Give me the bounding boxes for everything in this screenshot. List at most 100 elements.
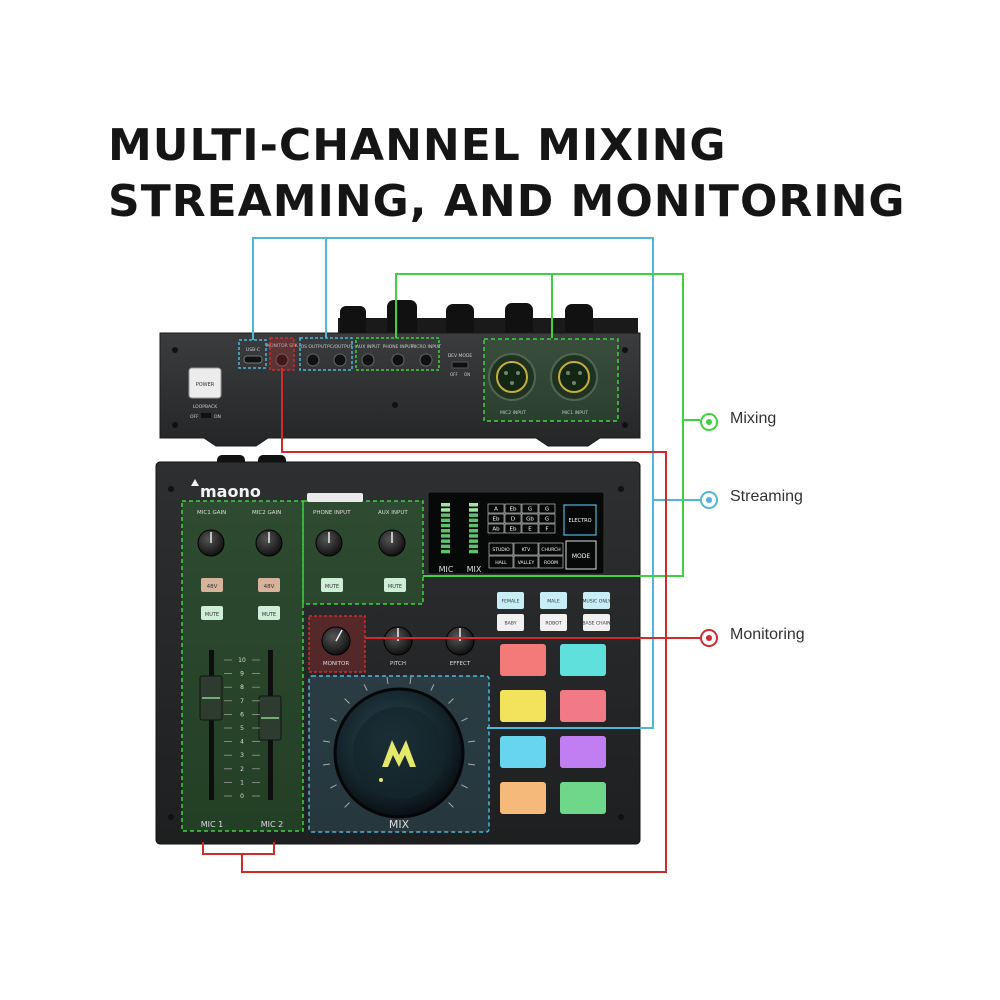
meter-segment: [469, 539, 478, 543]
rear-monitor-highlight: [269, 337, 295, 371]
rear-xlr-highlight: [483, 338, 619, 422]
key-cell: [538, 513, 556, 524]
mix-tick: [386, 676, 389, 684]
electro-box: [563, 504, 597, 536]
level-meters: [441, 503, 478, 554]
mix-tick: [409, 676, 412, 684]
reverb-cell: [513, 555, 539, 569]
fader-scale-label: 7: [240, 698, 244, 705]
sample-pad[interactable]: [560, 690, 606, 722]
front-phone-input-label: PHONE INPUT: [313, 510, 351, 516]
mic1-fader-label: MIC 1: [201, 820, 223, 829]
sample-pad[interactable]: [500, 782, 546, 814]
maono-logo-icon: [382, 740, 416, 767]
sample-pad[interactable]: [500, 736, 546, 768]
headline: MULTI-CHANNEL MIXING STREAMING, AND MONI…: [108, 118, 906, 230]
voice-effect-label: MALE: [547, 599, 560, 605]
mic2-fader-label: MIC 2: [261, 820, 283, 829]
voice-effect-button[interactable]: [497, 614, 524, 631]
key-cell: [538, 503, 556, 514]
mic1-gain-knob[interactable]: [197, 529, 225, 557]
mix-label: MIX: [389, 818, 410, 831]
mic1-xlr-jack[interactable]: [550, 353, 598, 401]
loopback-switch[interactable]: [201, 413, 211, 418]
sample-pad[interactable]: [500, 644, 546, 676]
phone-mute-button[interactable]: [321, 578, 343, 592]
effect-knob[interactable]: [445, 626, 475, 656]
mic2-gain-knob[interactable]: [255, 529, 283, 557]
micro-input-jack[interactable]: [419, 353, 433, 367]
fader-scale-label: 8: [240, 684, 244, 691]
mic1-mute-button[interactable]: [201, 606, 223, 620]
pc-output-jack[interactable]: [333, 353, 347, 367]
sample-pad[interactable]: [560, 782, 606, 814]
phone-input-knob[interactable]: [315, 529, 343, 557]
fader-scale-label: 5: [240, 725, 244, 732]
monitor-knob[interactable]: [321, 626, 351, 656]
mix-tick: [461, 784, 468, 789]
meter-segment: [441, 503, 450, 507]
loopback-off-label: OFF: [190, 414, 199, 420]
meter-segment: [441, 539, 450, 543]
aux-input-knob[interactable]: [378, 529, 406, 557]
meter-segment: [469, 544, 478, 549]
meter-segment: [469, 549, 478, 554]
key-cell-label: E: [528, 527, 532, 533]
key-cell-label: Eb: [510, 507, 517, 513]
mix-tick: [344, 698, 350, 704]
usb-label: USB-C: [246, 347, 260, 353]
mic2-mute-button[interactable]: [258, 606, 280, 620]
rear-phone-input-jack[interactable]: [391, 353, 405, 367]
key-cell: [521, 523, 539, 534]
key-cell: [521, 503, 539, 514]
mic2-xlr-jack[interactable]: [488, 353, 536, 401]
legend-mixing-label: Mixing: [730, 410, 777, 427]
sample-pad[interactable]: [560, 644, 606, 676]
sample-pad[interactable]: [560, 736, 606, 768]
key-cell: [504, 523, 522, 534]
monitor-spk-jack[interactable]: [275, 353, 289, 367]
mix-tick: [330, 784, 337, 789]
mic1-fader-cap[interactable]: [199, 675, 223, 721]
meter-segment: [441, 534, 450, 538]
reverb-cell: [513, 542, 539, 556]
voice-effect-button[interactable]: [497, 592, 524, 609]
meter-segment: [469, 518, 478, 523]
meter-segment: [469, 508, 478, 512]
aux-mute-button[interactable]: [384, 578, 406, 592]
mic2-fader-cap[interactable]: [258, 695, 282, 741]
reverb-cell: [488, 555, 514, 569]
mix-knob[interactable]: [333, 687, 465, 819]
phone-mute-label: MUTE: [325, 584, 339, 590]
legend-streaming: Streaming: [700, 485, 840, 515]
fader-scale-label: 10: [238, 657, 246, 664]
dev-mode-switch[interactable]: [451, 361, 469, 369]
sample-pad[interactable]: [500, 690, 546, 722]
fader-scale-label: 6: [240, 711, 244, 718]
ios-output-jack[interactable]: [306, 353, 320, 367]
reverb-cell-label: KTV: [522, 547, 531, 553]
voice-effect-button[interactable]: [540, 592, 567, 609]
dev-mode-off-label: OFF: [450, 372, 458, 377]
mic1-48v-button[interactable]: [201, 578, 223, 592]
usb-c-port[interactable]: [243, 355, 263, 364]
pitch-knob[interactable]: [383, 626, 413, 656]
power-button[interactable]: [188, 367, 222, 399]
mic2-48v-button[interactable]: [258, 578, 280, 592]
key-cell-label: Eb: [493, 517, 500, 523]
mic1-fader-track: [209, 650, 214, 800]
legend-monitoring-label: Monitoring: [730, 626, 805, 643]
fader-scale-label: 0: [240, 793, 244, 800]
voice-effect-button[interactable]: [540, 614, 567, 631]
mic-channel-tag: [307, 493, 363, 502]
mix-knob-ticks: [322, 676, 476, 808]
fader-scale-label: 3: [240, 752, 244, 759]
mix-tick: [322, 763, 330, 766]
voice-effect-button[interactable]: [583, 614, 610, 631]
voice-effect-button[interactable]: [583, 592, 610, 609]
headline-line-1: MULTI-CHANNEL MIXING: [108, 120, 727, 171]
streaming-connection-lines: [252, 237, 700, 729]
rear-aux-input-jack[interactable]: [361, 353, 375, 367]
rear-phone-input-label: PHONE INPUT: [383, 344, 414, 350]
